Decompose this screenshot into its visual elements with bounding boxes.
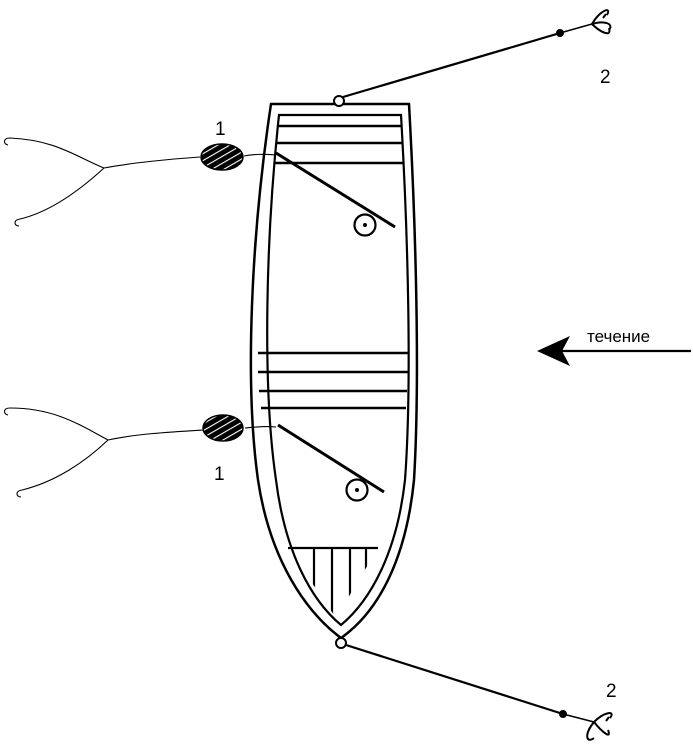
treble-hook-top-icon — [591, 9, 612, 35]
float-rig-top — [3, 137, 277, 227]
treble-hook-bottom-icon — [586, 712, 613, 741]
snell-bottom-upper — [3, 407, 109, 441]
bow-ring-icon — [333, 95, 345, 107]
boat-hull-inner — [266, 113, 410, 627]
rod-top — [275, 151, 396, 237]
reel-top-icon — [353, 213, 377, 237]
snell-top-lower — [14, 167, 105, 227]
line-bottom — [244, 426, 277, 429]
stern-ring-icon — [335, 637, 347, 649]
bow-bench — [275, 124, 404, 165]
float-top-icon — [200, 143, 244, 171]
leader-bottom — [107, 429, 204, 441]
snell-bottom-lower — [16, 439, 109, 498]
float-bottom-icon — [202, 414, 244, 442]
rod-bottom — [277, 423, 385, 502]
line-hook-bottom — [345, 643, 564, 716]
rod-bottom-blank — [277, 423, 385, 494]
swivel-top-icon — [556, 29, 564, 37]
label-float-top: 1 — [215, 119, 226, 140]
line-top — [243, 153, 277, 157]
current-arrow — [537, 336, 691, 366]
float-rig-bottom — [3, 407, 277, 498]
label-float-bottom: 1 — [214, 464, 225, 485]
label-hook-top: 2 — [600, 67, 611, 88]
reel-bottom-icon — [345, 478, 369, 502]
leader-top — [103, 156, 201, 169]
boat — [249, 102, 419, 640]
left-arrow-icon — [537, 336, 570, 366]
hook-rig-top — [333, 9, 612, 107]
snell-top-upper — [3, 137, 105, 169]
line-hook-top — [342, 31, 561, 99]
stern-grating — [288, 546, 378, 618]
middle-bench — [258, 351, 408, 410]
label-hook-bottom: 2 — [606, 681, 617, 702]
rod-top-blank — [275, 151, 396, 229]
label-current: течение — [587, 327, 650, 346]
swivel-bottom-icon — [559, 710, 567, 718]
hook-rig-bottom — [335, 637, 613, 741]
